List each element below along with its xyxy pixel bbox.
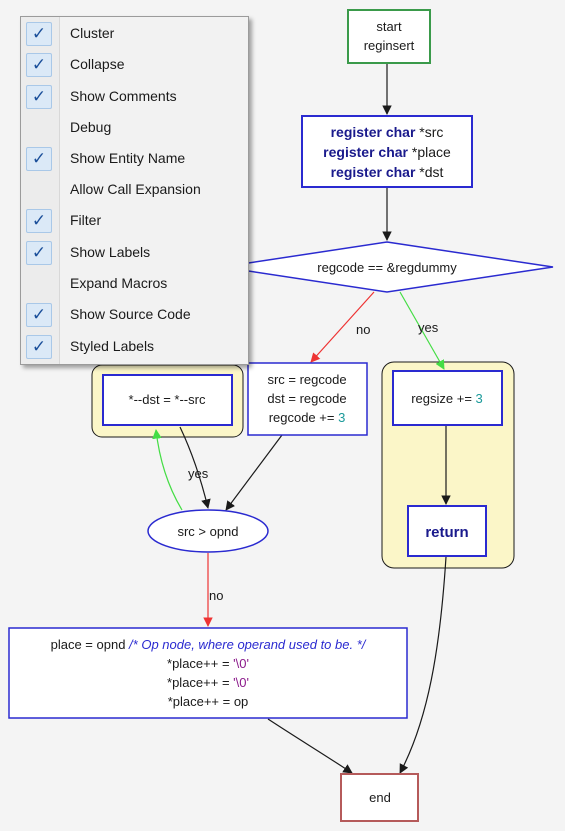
code-num-segment: 3	[338, 410, 345, 425]
check-icon: ✓	[26, 241, 52, 265]
code-plain-segment: *dst	[415, 164, 443, 180]
menu-item-show-source-code[interactable]: ✓ Show Source Code	[21, 301, 248, 329]
code-plain-segment: *src	[415, 124, 443, 140]
check-icon: ✓	[26, 303, 52, 327]
menu-item-label: Filter	[70, 212, 102, 228]
code-plain-segment: regcode +=	[269, 410, 338, 425]
code-kw-segment: char	[386, 124, 416, 140]
place-line: place = opnd /* Op node, where operand u…	[51, 637, 367, 652]
edge-copy-to-cond2	[179, 426, 211, 509]
place-line: *place++ = '\0'	[167, 675, 249, 690]
menu-item-label: Show Entity Name	[70, 150, 186, 166]
menu-item-label: Show Labels	[70, 244, 151, 260]
edge-assign-to-cond2	[225, 434, 283, 511]
check-icon: ✓	[26, 85, 52, 109]
node-regsize[interactable]	[392, 370, 503, 426]
assign-line: regcode += 3	[269, 410, 346, 425]
check-icon: ✓	[26, 335, 52, 359]
code-kw-segment: register	[323, 144, 378, 160]
menu-item-cluster[interactable]: ✓ Cluster	[21, 20, 248, 48]
decl-line: register char *dst	[331, 164, 444, 180]
decl-line: register char *place	[323, 144, 451, 160]
check-icon: ✓	[26, 53, 52, 77]
menu-item-label: Styled Labels	[70, 338, 155, 354]
view-options-menu: ✓ Cluster ✓ Collapse ✓ Show Comments Deb…	[20, 16, 249, 365]
code-kw-segment: register	[331, 124, 386, 140]
edge-return-to-end	[399, 556, 447, 774]
edge-no-cond1-to-assign	[310, 291, 375, 363]
node-place[interactable]	[8, 627, 408, 719]
menu-item-allow-call-expansion[interactable]: Allow Call Expansion	[21, 176, 248, 204]
menu-item-debug[interactable]: Debug	[21, 114, 248, 142]
menu-item-label: Allow Call Expansion	[70, 181, 201, 197]
node-condition-regcode-label: regcode == &regdummy	[317, 260, 457, 275]
node-start[interactable]	[347, 9, 431, 64]
edge-label-yes-2: yes	[188, 466, 209, 481]
node-condition-opnd[interactable]	[147, 509, 269, 553]
code-kw-segment: char	[386, 164, 416, 180]
menu-item-expand-macros[interactable]: Expand Macros	[21, 270, 248, 298]
place-line: *place++ = '\0'	[167, 656, 249, 671]
code-plain-segment: src = regcode	[267, 372, 346, 387]
check-icon: ✓	[26, 209, 52, 233]
code-kw-segment: register	[331, 164, 386, 180]
node-assign[interactable]	[247, 362, 368, 436]
node-copy-label: *--dst = *--src	[129, 392, 206, 407]
edge-label-no-1: no	[356, 322, 370, 337]
code-plain-segment: regsize +=	[411, 391, 475, 406]
code-plain-segment: place = opnd	[51, 637, 129, 652]
code-plain-segment: *place++ =	[167, 675, 233, 690]
edge-yes-cond1-to-regsize	[399, 291, 445, 370]
menu-item-styled-labels[interactable]: ✓ Styled Labels	[21, 333, 248, 361]
menu-item-label: Cluster	[70, 25, 115, 41]
menu-item-collapse[interactable]: ✓ Collapse	[21, 51, 248, 79]
menu-item-label: Debug	[70, 119, 112, 135]
node-return-label: return	[425, 524, 468, 541]
node-regsize-label: regsize += 3	[411, 391, 483, 406]
menu-item-label: Collapse	[70, 56, 125, 72]
node-return[interactable]	[407, 505, 487, 557]
check-icon: ✓	[26, 22, 52, 46]
edge-label-yes-1: yes	[418, 320, 439, 335]
node-start-line1: start	[376, 19, 402, 34]
check-icon: ✓	[26, 147, 52, 171]
code-str-segment: '\0'	[233, 656, 249, 671]
menu-item-show-labels[interactable]: ✓ Show Labels	[21, 239, 248, 267]
code-kw-segment: char	[378, 144, 408, 160]
code-str-segment: '\0'	[233, 675, 249, 690]
node-end-label: end	[369, 790, 391, 805]
assign-line: src = regcode	[267, 372, 346, 387]
node-start-line2: reginsert	[364, 38, 415, 53]
menu-item-label: Expand Macros	[70, 275, 168, 291]
decl-line: register char *src	[331, 124, 444, 140]
code-num-segment: 3	[476, 391, 483, 406]
node-condition-opnd-label: src > opnd	[177, 524, 238, 539]
edge-label-no-2: no	[209, 588, 223, 603]
node-copy[interactable]	[102, 374, 233, 426]
menu-item-label: Show Source Code	[70, 306, 191, 322]
menu-item-label: Show Comments	[70, 88, 177, 104]
code-comment-segment: /* Op node, where operand used to be. */	[128, 637, 367, 652]
node-condition-regcode[interactable]	[221, 241, 554, 293]
assign-line: dst = regcode	[267, 391, 346, 406]
code-plain-segment: dst = regcode	[267, 391, 346, 406]
node-end[interactable]	[340, 773, 419, 822]
place-line: *place++ = op	[168, 694, 249, 709]
menu-item-show-comments[interactable]: ✓ Show Comments	[21, 83, 248, 111]
code-plain-segment: *place	[408, 144, 451, 160]
edge-place-to-end	[267, 718, 353, 774]
code-plain-segment: *place++ =	[167, 656, 233, 671]
code-plain-segment: *place++ = op	[168, 694, 249, 709]
menu-item-show-entity-name[interactable]: ✓ Show Entity Name	[21, 145, 248, 173]
node-declarations[interactable]	[301, 115, 473, 188]
edge-yes-cond2-to-copy	[152, 429, 183, 511]
menu-item-filter[interactable]: ✓ Filter	[21, 207, 248, 235]
